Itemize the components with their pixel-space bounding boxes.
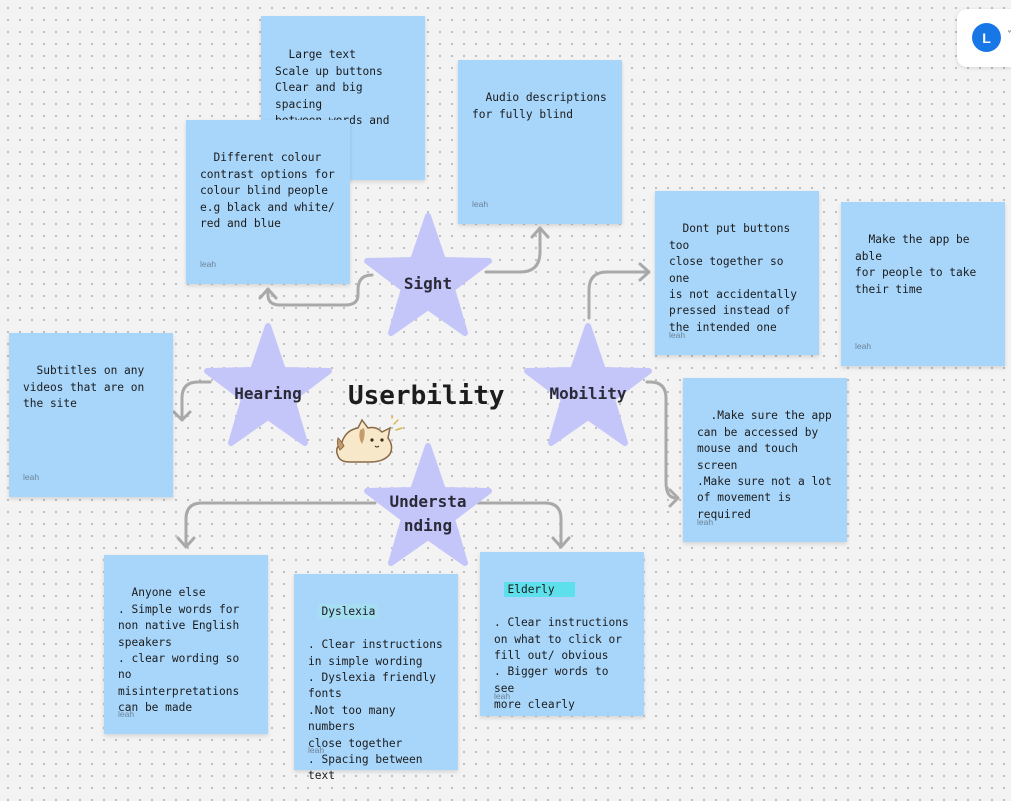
star-label: Hearing (234, 384, 302, 403)
chevron-down-icon[interactable]: ˅ (1007, 30, 1011, 41)
user-avatar[interactable]: L (972, 23, 1001, 52)
connector-understanding-elderly (476, 501, 563, 547)
star-hearing[interactable]: Hearing (202, 320, 334, 446)
star-label: Mobility (549, 384, 627, 403)
sticky-note-dyslexia[interactable]: Dyslexia . Clear instructions in simple … (294, 574, 458, 782)
sticky-note-author: leah (494, 690, 511, 701)
star-shape (204, 323, 332, 446)
star-sight[interactable]: Sight (362, 210, 494, 336)
connector-sight-colour (266, 273, 374, 307)
sticky-note-button-spacing[interactable]: Dont put buttons too close together so o… (655, 191, 819, 355)
sticky-note-text: Different colour contrast options for co… (200, 151, 335, 231)
sticky-note-author: leah (308, 744, 325, 755)
connector-understanding-anyone (184, 501, 377, 547)
sticky-note-access[interactable]: .Make sure the app can be accessed by mo… (683, 378, 847, 542)
star-shape (524, 323, 652, 446)
star-label: Understa nding (389, 492, 467, 535)
sticky-note-text: Make the app be able for people to take … (855, 233, 977, 296)
sticky-note-text: Audio descriptions for fully blind (472, 91, 607, 121)
connector-hearing-subtitles (180, 380, 212, 422)
sticky-note-heading: Elderly (504, 582, 575, 598)
sticky-note-heading: Dyslexia (318, 604, 379, 620)
sticky-note-author: leah (118, 708, 135, 719)
sticky-note-author: leah (697, 516, 714, 527)
sticky-note-text: .Make sure the app can be accessed by mo… (697, 409, 832, 521)
connector-mobility-buttons (587, 270, 650, 320)
sticky-note-anyone-else[interactable]: Anyone else . Simple words for non nativ… (104, 555, 268, 734)
star-label: Sight (403, 274, 453, 293)
sticky-note-author: leah (669, 329, 686, 340)
sticky-note-author: leah (23, 471, 40, 482)
board-title: Userbility (348, 381, 505, 411)
connector-sight-audio (484, 227, 542, 274)
sticky-note-audio-descriptions[interactable]: Audio descriptions for fully blind leah (458, 60, 622, 224)
sticky-note-subtitles[interactable]: Subtitles on any videos that are on the … (9, 333, 173, 497)
star-understanding[interactable]: Understa nding (362, 440, 494, 566)
sticky-note-text: Dont put buttons too close together so o… (669, 222, 797, 334)
star-mobility[interactable]: Mobility (522, 320, 654, 446)
sticky-note-author: leah (855, 340, 872, 351)
sticky-note-take-time[interactable]: Make the app be able for people to take … (841, 202, 1005, 366)
star-shape (364, 213, 492, 336)
sticky-note-text: . Clear instructions on what to click or… (494, 616, 629, 712)
sticky-note-text: Subtitles on any videos that are on the … (23, 364, 145, 411)
sticky-note-text: Anyone else . Simple words for non nativ… (118, 586, 240, 715)
sticky-note-colour-contrast[interactable]: Different colour contrast options for co… (186, 120, 350, 284)
sticky-note-elderly[interactable]: Elderly . Clear instructions on what to … (480, 552, 644, 716)
sticky-note-author: leah (472, 198, 489, 209)
collaborators-panel[interactable]: L ˅ (957, 9, 1011, 67)
connector-mobility-access (645, 380, 678, 500)
sticky-note-text: . Clear instructions in simple wording .… (308, 638, 443, 783)
star-shape (364, 443, 492, 566)
sticky-note-author: leah (200, 258, 217, 269)
cat-sticker-icon (335, 416, 403, 463)
